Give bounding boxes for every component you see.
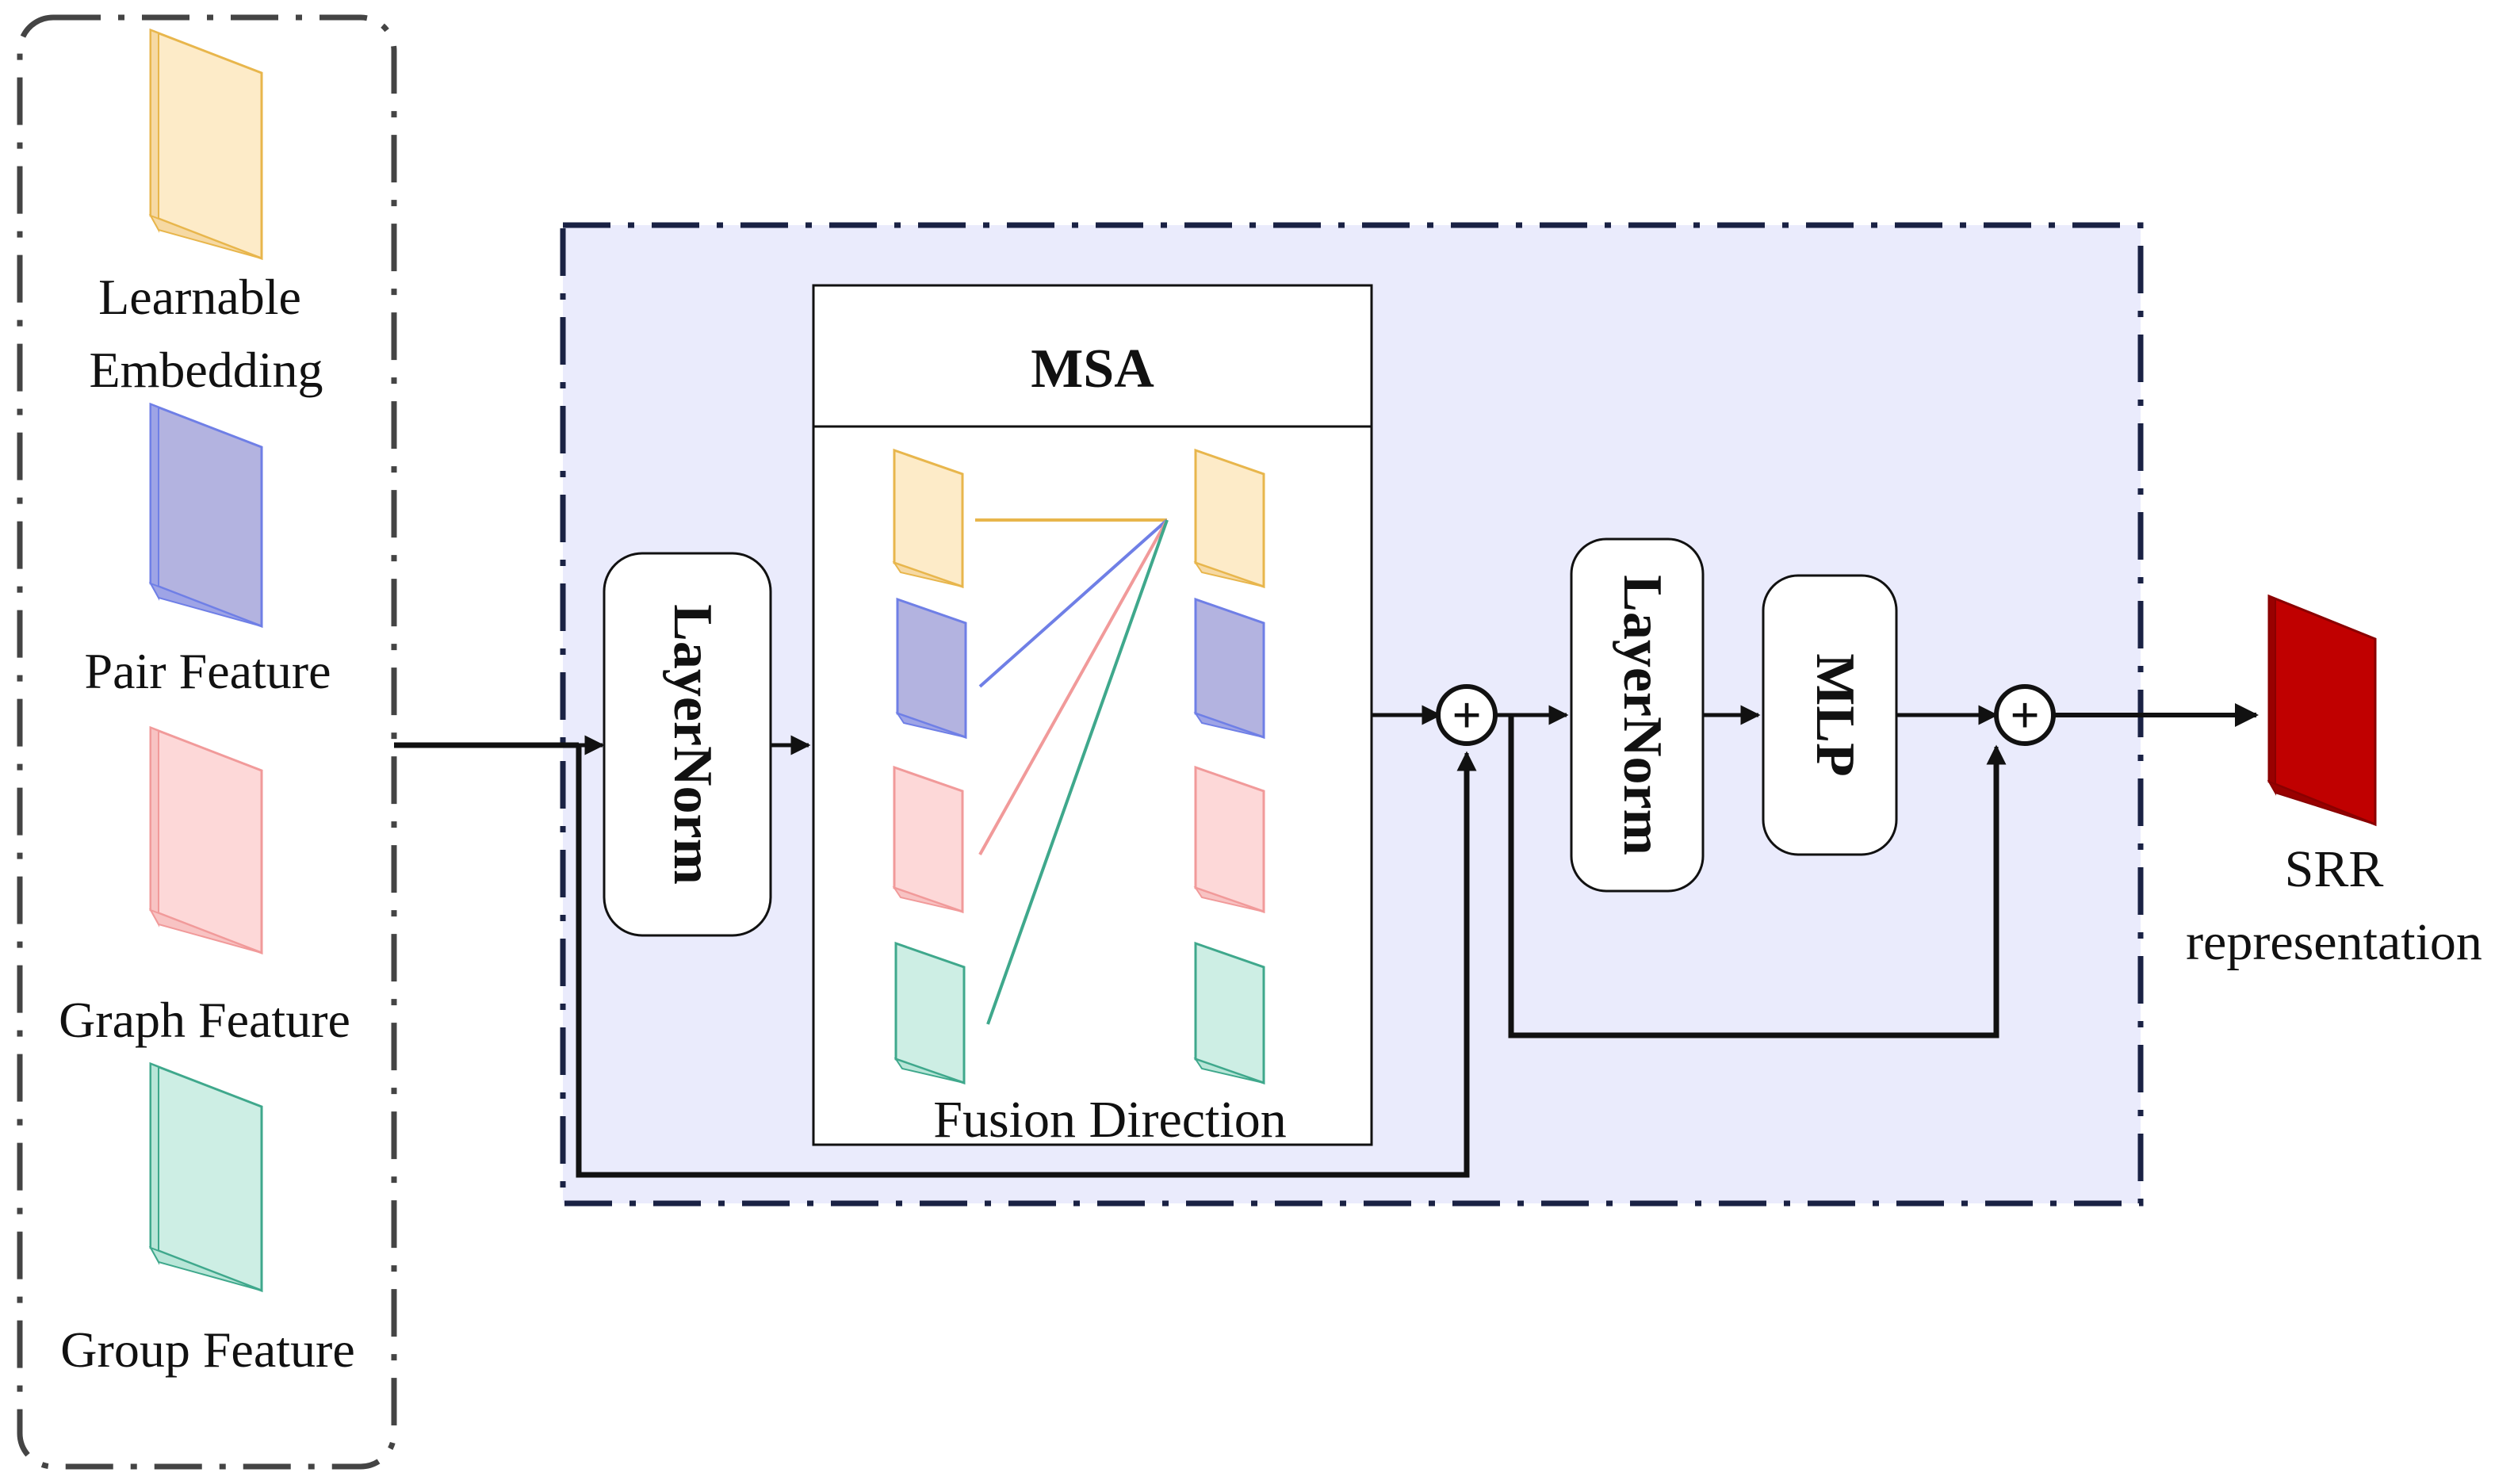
output-label-2: representation — [2186, 913, 2482, 971]
pair-feature-tile — [148, 402, 263, 629]
legend-label-group: Group Feature — [60, 1321, 354, 1378]
msa-input-tile-graph — [892, 765, 964, 914]
fusion-line-pair — [978, 518, 1169, 688]
residual-path-2 — [1508, 715, 1999, 1038]
msa-input-tile-group — [893, 941, 966, 1085]
fusion-direction-label: Fusion Direction — [933, 1091, 1286, 1149]
legend-label-learnable-1: Learnable — [98, 269, 301, 325]
graph-feature-tile — [148, 725, 263, 955]
msa-output-tile-graph — [1193, 765, 1265, 914]
msa-input-tile-pair — [895, 597, 967, 740]
msa-output-tile-group — [1193, 941, 1265, 1085]
layernorm-label-2: LayerNorm — [1612, 575, 1673, 855]
msa-input-tile-learnable — [892, 448, 964, 589]
group-feature-tile — [148, 1061, 263, 1293]
srr-output-tile — [2267, 594, 2377, 827]
add-node-1-symbol: + — [1452, 687, 1482, 744]
add-node-2-symbol: + — [2010, 687, 2040, 744]
mlp-label: MLP — [1804, 653, 1865, 777]
learnable-embedding-tile — [148, 28, 263, 261]
legend-panel — [17, 14, 397, 1470]
layernorm-label-1: LayerNorm — [662, 604, 723, 885]
output-label-1: SRR — [2285, 840, 2384, 898]
fusion-line-graph — [978, 519, 1169, 855]
legend-label-pair: Pair Feature — [85, 643, 331, 699]
fusion-line-group — [986, 519, 1169, 1025]
legend-label-learnable-2: Embedding — [89, 342, 323, 398]
msa-title: MSA — [1031, 338, 1154, 400]
msa-output-tile-pair — [1193, 597, 1265, 740]
msa-output-tile-learnable — [1193, 448, 1265, 589]
residual-path-1 — [576, 745, 1470, 1178]
legend-label-graph: Graph Feature — [59, 992, 350, 1048]
